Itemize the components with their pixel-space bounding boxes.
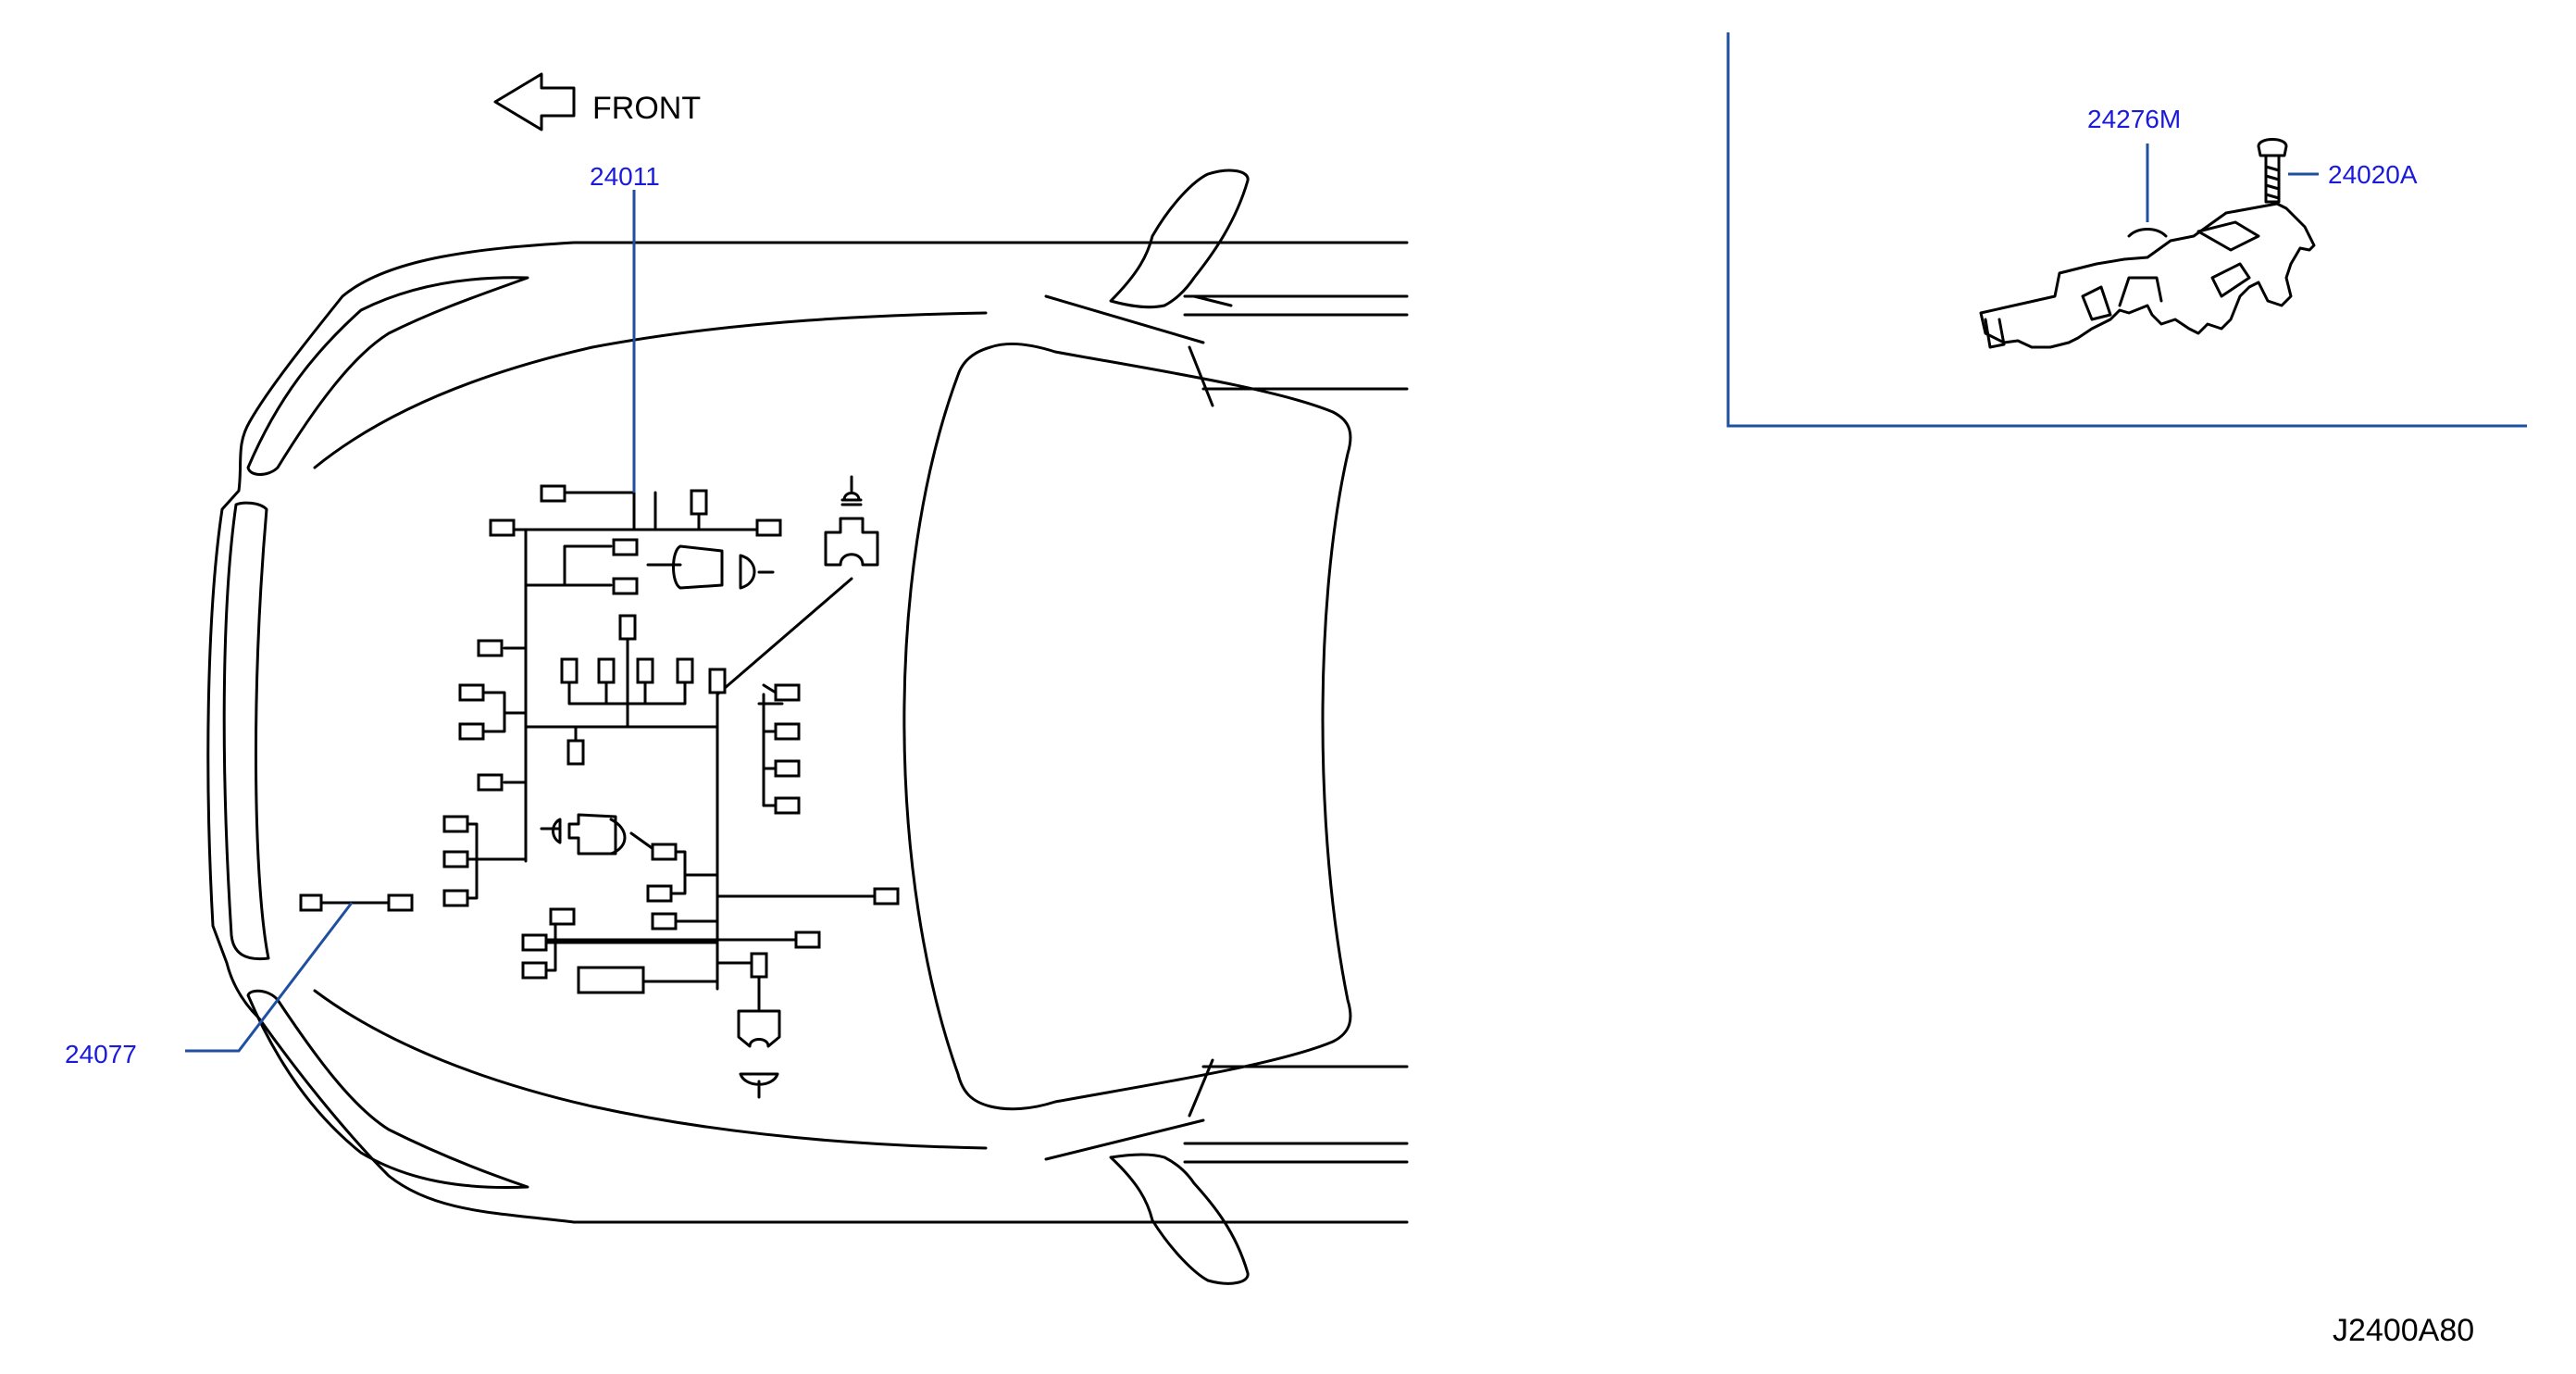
bracket-part: [1979, 202, 2316, 349]
engine-room-harness: [442, 475, 900, 1099]
diagram-code: J2400A80: [2333, 1313, 2474, 1348]
inset-frame: [1726, 32, 2527, 428]
bolt-part: [2257, 138, 2288, 204]
callout-24077: 24077: [65, 1040, 137, 1068]
callout-24011: 24011: [590, 162, 660, 191]
front-harness: [299, 893, 414, 912]
leader-24077: [185, 902, 354, 1053]
front-label: FRONT: [592, 91, 701, 126]
callout-24020A: 24020A: [2328, 160, 2418, 189]
car-body-outline: [206, 169, 1409, 1285]
front-arrow: FRONT: [493, 72, 701, 131]
callout-24276M: 24276M: [2087, 105, 2181, 133]
